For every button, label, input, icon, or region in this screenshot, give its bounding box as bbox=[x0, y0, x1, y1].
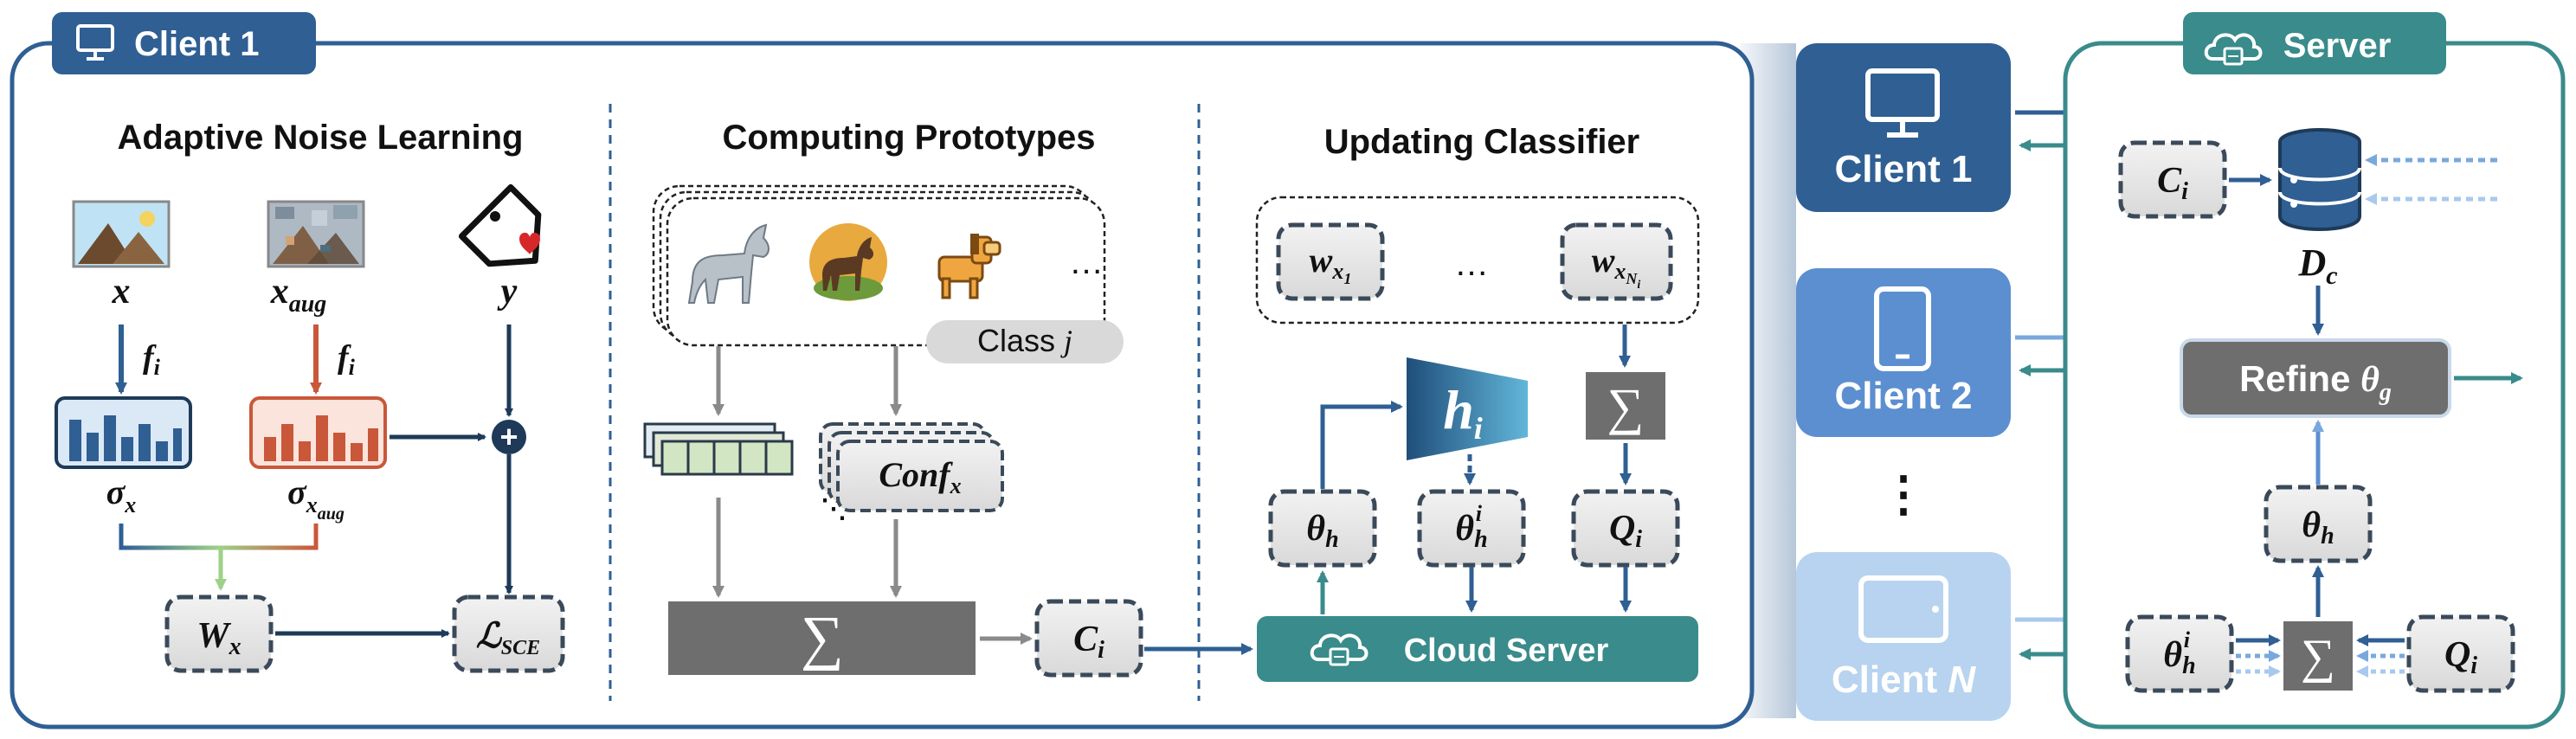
server-thetahi-label: θhi bbox=[2163, 627, 2195, 679]
landscape-image-icon bbox=[72, 200, 171, 268]
conf-x-stack bbox=[819, 422, 1004, 512]
w-xn-label: wxNi bbox=[1592, 241, 1641, 292]
monitor-icon bbox=[1865, 68, 1940, 138]
classifier-title: Updating Classifier bbox=[1324, 123, 1640, 161]
server-panel-header: Server bbox=[2183, 12, 2446, 74]
w-x1-box bbox=[1276, 222, 1385, 301]
server-qi-label: Qi bbox=[2444, 635, 2477, 679]
classifier-sum-label: ∑ bbox=[1607, 378, 1645, 435]
anl-title: Adaptive Noise Learning bbox=[118, 119, 524, 157]
loss-label: ℒSCE bbox=[476, 616, 540, 659]
client-list: Client 1 Client 2 ⋮ Client N bbox=[1796, 43, 2084, 721]
wx-box bbox=[164, 594, 274, 673]
server-thetahi-box bbox=[2125, 614, 2234, 693]
qi-label: Qi bbox=[1609, 509, 1642, 553]
wx-label: Wx bbox=[196, 616, 241, 660]
brown-horse-icon bbox=[809, 223, 887, 301]
server-sum-box bbox=[2283, 621, 2353, 691]
server-sum-label: ∑ bbox=[2301, 630, 2335, 684]
refine-label: Refine θg bbox=[2239, 358, 2392, 406]
sigma-x-label: σx bbox=[106, 472, 137, 517]
theta-h-label: θh bbox=[1306, 509, 1338, 553]
prototype-sum-box bbox=[668, 601, 976, 675]
cloud-server-label: Cloud Server bbox=[1404, 633, 1609, 669]
client-2-label: Client 2 bbox=[1835, 375, 1973, 417]
class-j-pill bbox=[926, 320, 1124, 363]
thetah-to-hi-arrow bbox=[1320, 401, 1403, 489]
client-panel-title: Client 1 bbox=[134, 25, 259, 63]
grey-horse-icon bbox=[687, 223, 770, 304]
phone-icon bbox=[1874, 286, 1931, 371]
ci-box bbox=[1034, 599, 1143, 678]
monitor-icon bbox=[76, 24, 114, 61]
x-aug-label: xaug bbox=[270, 272, 327, 318]
theta-h-box bbox=[1268, 489, 1377, 568]
class-j-label: Class j bbox=[977, 323, 1072, 358]
updating-classifier-section: Updating Classifier wx1 … wxNi hi ∑ θh θ… bbox=[1255, 123, 1700, 682]
plus-node bbox=[492, 420, 526, 454]
server-qi-box bbox=[2406, 614, 2515, 693]
f-i-label-1: fi bbox=[143, 339, 161, 380]
client-n-card: Client N bbox=[1796, 552, 2011, 721]
client-panel-tab bbox=[52, 12, 316, 74]
client-1-label: Client 1 bbox=[1835, 148, 1973, 190]
feature-vectors bbox=[643, 422, 794, 476]
clients-ellipsis: ⋮ bbox=[1879, 466, 1928, 521]
w-x1-label: wx1 bbox=[1310, 241, 1352, 287]
sigma-aug-histogram bbox=[249, 396, 387, 469]
ci-label: Ci bbox=[1073, 620, 1104, 664]
sigma-x-histogram bbox=[55, 396, 192, 469]
theta-hi-label: θhi bbox=[1455, 501, 1487, 553]
computing-prototypes-section: Computing Prototypes bbox=[643, 119, 1253, 678]
client-panel-header: Client 1 bbox=[52, 12, 316, 74]
server-panel-title: Server bbox=[2283, 27, 2392, 65]
server-ci-label: Ci bbox=[2157, 161, 2188, 205]
loss-box bbox=[452, 594, 565, 673]
client-1-card: Client 1 bbox=[1796, 43, 2011, 212]
client-2-card: Client 2 bbox=[1796, 268, 2011, 437]
conf-x-label: Confx bbox=[879, 455, 961, 498]
server-thetah-box bbox=[2264, 485, 2373, 563]
tablet-icon bbox=[1858, 575, 1948, 643]
heart-tag-icon bbox=[458, 183, 542, 267]
client-n-label: Client N bbox=[1832, 659, 1976, 701]
w-xn-box bbox=[1560, 222, 1673, 301]
hi-classifier-head bbox=[1407, 357, 1528, 460]
x-label: x bbox=[112, 272, 131, 312]
database-icon bbox=[2278, 128, 2361, 231]
server-panel: Server Ci Dc Refine θg θh θhi bbox=[2063, 12, 2566, 729]
cloud-server-icon bbox=[2204, 33, 2263, 66]
refine-box bbox=[2180, 338, 2451, 418]
cloud-server-box bbox=[1257, 616, 1698, 682]
sigma-aug-label: σxaug bbox=[287, 472, 345, 524]
server-ci-box bbox=[2118, 140, 2227, 219]
weights-ellipsis: … bbox=[1454, 245, 1489, 283]
cloud-server-icon bbox=[1310, 633, 1368, 666]
animals-ellipsis: … bbox=[1069, 243, 1104, 281]
plus-label: + bbox=[499, 419, 518, 454]
dc-label: Dc bbox=[2297, 241, 2337, 290]
qi-box bbox=[1571, 489, 1680, 568]
classifier-sum-box bbox=[1586, 372, 1665, 440]
adaptive-noise-learning-section: Adaptive Noise Learning bbox=[55, 119, 565, 673]
prototype-sum-label: ∑ bbox=[801, 605, 844, 672]
server-thetah-label: θh bbox=[2302, 505, 2334, 549]
hi-label: hi bbox=[1443, 379, 1483, 446]
proto-title: Computing Prototypes bbox=[722, 119, 1095, 157]
augmented-image-icon bbox=[267, 200, 365, 268]
client-panel: Client 1 Adaptive Noise Learning bbox=[10, 12, 1796, 729]
cartoon-horse-icon bbox=[937, 234, 1001, 299]
theta-hi-box bbox=[1417, 489, 1526, 568]
f-i-label-2: fi bbox=[338, 339, 356, 380]
